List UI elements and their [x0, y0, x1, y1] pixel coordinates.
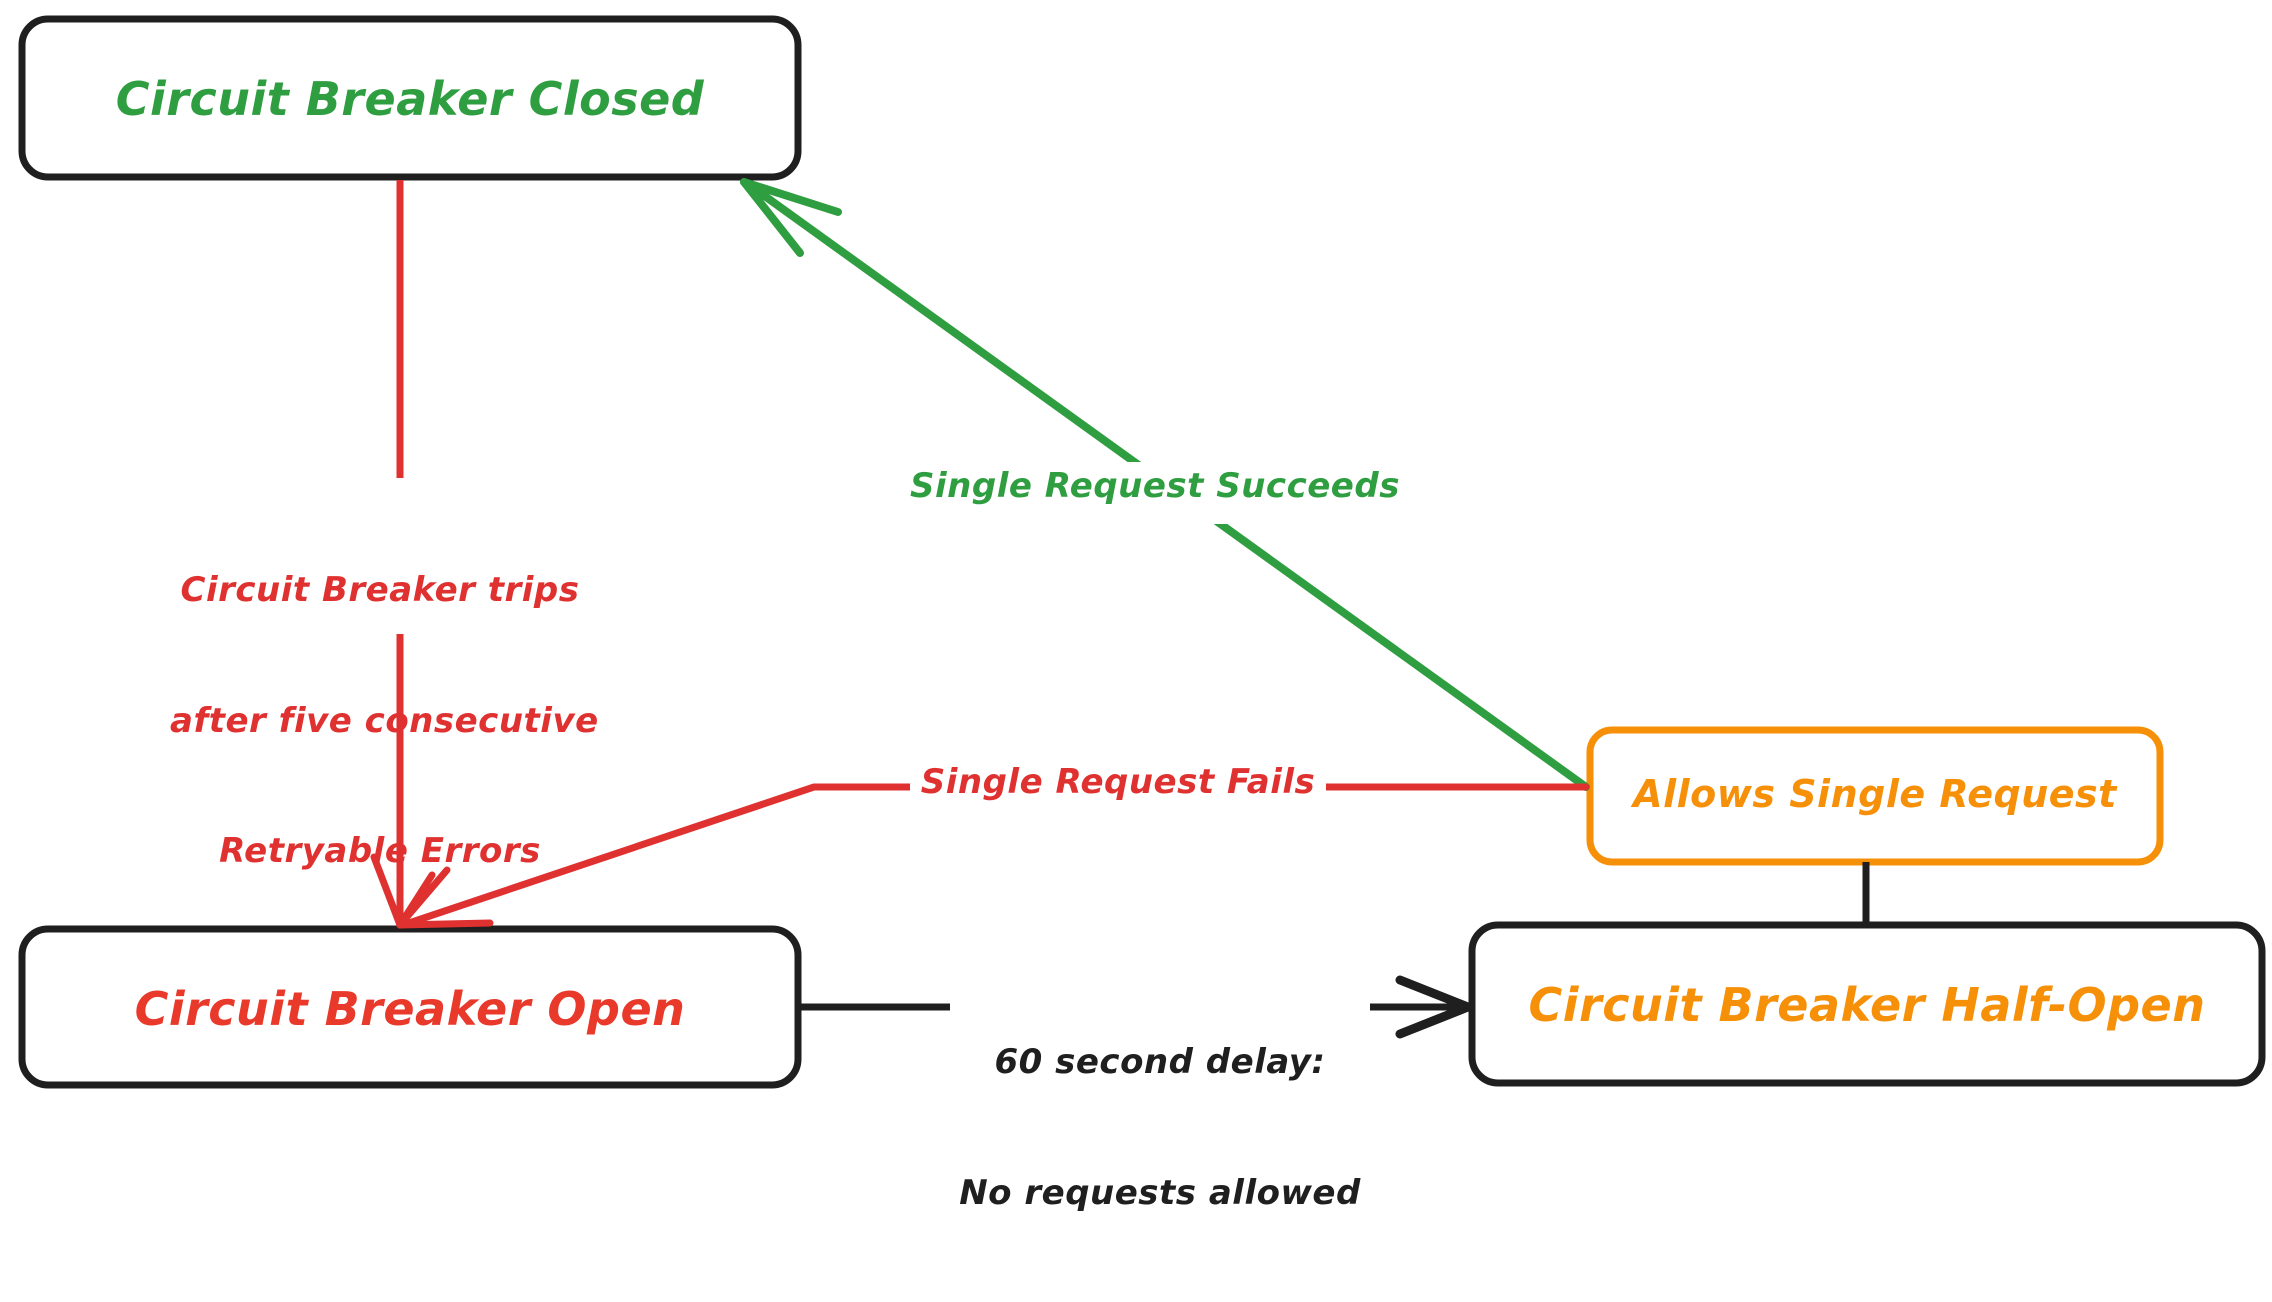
state-diagram-canvas: Circuit Breaker Closed Circuit Breaker O…	[18, 15, 2266, 1213]
edge-label-backdrop-60-second-delay	[950, 950, 1370, 1062]
node-box-half-open[interactable]	[1468, 921, 2266, 1087]
node-box-open[interactable]	[18, 925, 802, 1089]
edge-label-backdrop-single-request-fails	[910, 757, 1326, 817]
node-box-closed[interactable]	[18, 15, 802, 181]
edge-allows-to-open	[396, 783, 1590, 929]
edge-label-backdrop-single-request-succeeds	[910, 462, 1400, 524]
node-box-allows-single-request[interactable]	[1586, 726, 2164, 866]
edge-label-backdrop-trips	[170, 478, 590, 634]
edge-label-line: No requests allowed	[959, 1172, 1361, 1213]
